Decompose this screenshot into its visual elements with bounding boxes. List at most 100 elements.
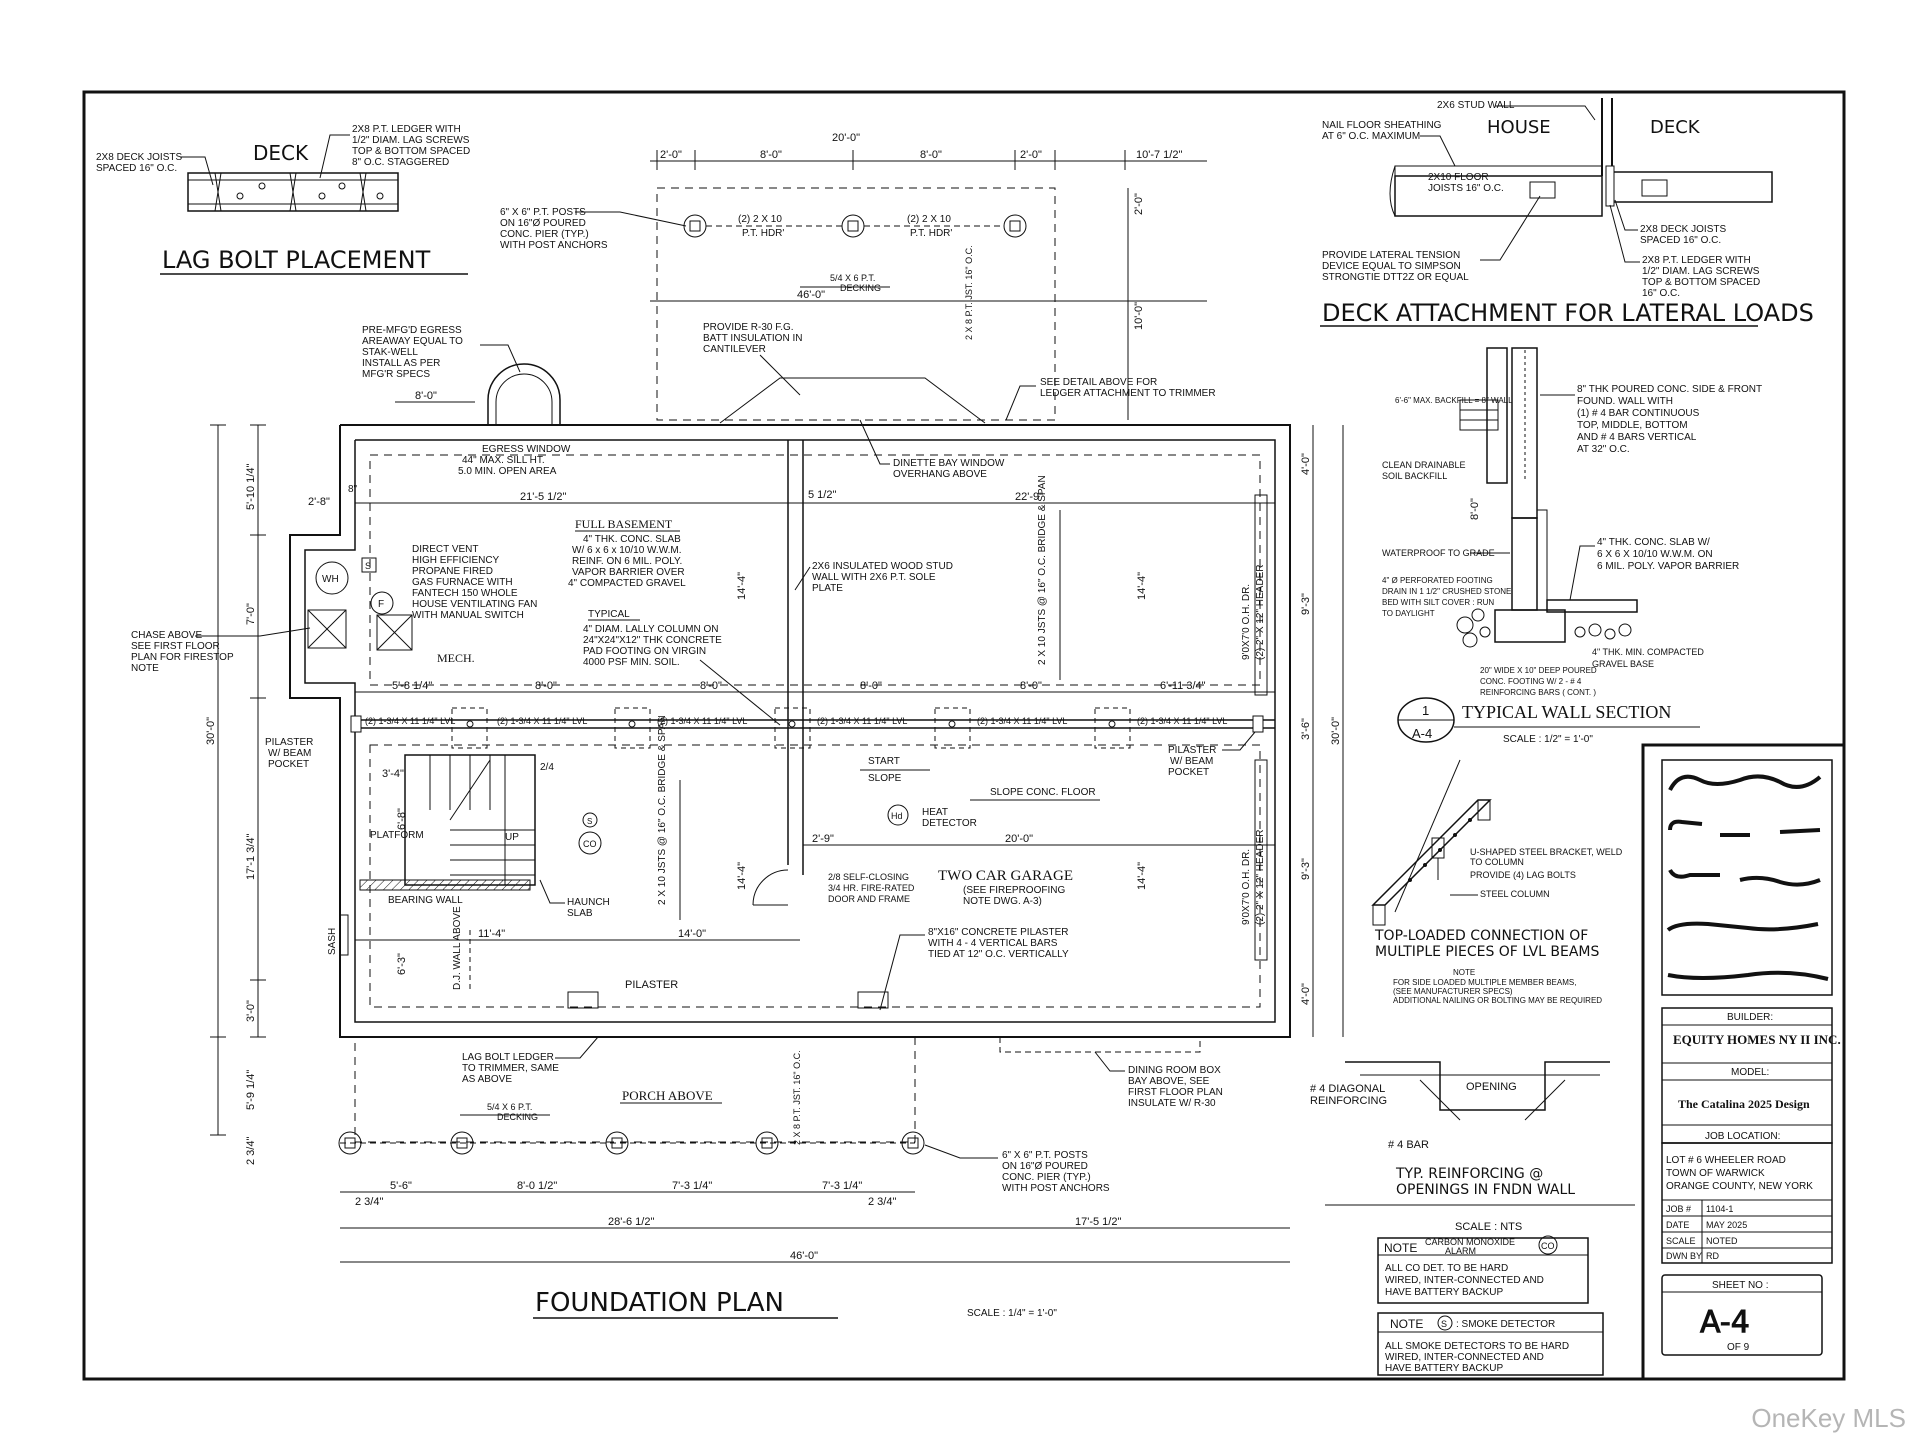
tb-row-label-3: SCALE xyxy=(1666,1236,1696,1246)
co-note-title-2: ALARM xyxy=(1445,1246,1476,1256)
lag-bolt-detail: DECK 2X8 DECK JOISTS SPACED 16" O.C. 2X8… xyxy=(96,124,470,275)
dim-garage-1: 2'-9" xyxy=(812,833,834,845)
deck-ledger-4: 16" O.C. xyxy=(1642,288,1680,299)
deck-ledger-1: 2X8 P.T. LEDGER WITH xyxy=(1642,255,1751,266)
joists-basement: 2 X 10 JSTS @ 16" O.C. BRIDGE & SPAN xyxy=(1037,475,1048,665)
posts-top-4: WITH POST ANCHORS xyxy=(500,240,608,251)
backfill-label: 6'-6" MAX. BACKFILL = 8" WALL xyxy=(1395,396,1513,405)
dj-wall: D.J. WALL ABOVE xyxy=(452,906,463,990)
dim-right-6: 4'-0" xyxy=(1300,983,1312,1005)
stud-wall-label: 2X6 STUD WALL xyxy=(1437,100,1515,111)
reinforcing-detail: OPENING # 4 DIAGONAL REINFORCING # 4 BAR… xyxy=(1310,1061,1635,1233)
title-block: BUILDER: EQUITY HOMES NY II INC. MODEL: … xyxy=(1641,743,1846,1381)
beam-3: (2) 1-3/4 X 11 1/4" LVL xyxy=(657,716,747,726)
dim-bot-7: 28'-6 1/2" xyxy=(608,1216,654,1228)
egress-4: INSTALL AS PER xyxy=(362,358,440,369)
posts-bot-4: WITH POST ANCHORS xyxy=(1002,1183,1110,1194)
slope-floor: SLOPE CONC. FLOOR xyxy=(990,787,1096,798)
egress-3: STAK-WELL xyxy=(362,347,418,358)
lag-bolt-ledger-note-3: TOP & BOTTOM SPACED xyxy=(352,146,470,157)
dim-int-2: 5 1/2" xyxy=(808,489,836,501)
dim-left-3: 30'-0" xyxy=(205,717,217,745)
co-note-2: WIRED, INTER-CONNECTED AND xyxy=(1385,1275,1544,1286)
furnace-6: HOUSE VENTILATING FAN xyxy=(412,599,537,610)
smoke-note-symbol: S xyxy=(1441,1319,1447,1329)
dim-int-11: 6'-11 3/4" xyxy=(1160,680,1206,692)
dim-int-5: 8" xyxy=(348,484,358,495)
footing-1: 20" WIDE X 10" DEEP POURED xyxy=(1480,666,1597,675)
lvl-note-3: ADDITIONAL NAILING OR BOLTING MAY BE REQ… xyxy=(1393,996,1602,1005)
lvl-detail: U-SHAPED STEEL BRACKET, WELD TO COLUMN P… xyxy=(1371,759,1623,1005)
tb-row-value-4: RD xyxy=(1706,1251,1719,1261)
pilaster-note-3: TIED AT 12" O.C. VERTICALLY xyxy=(928,949,1069,960)
deck-attachment-detail: 2X6 STUD WALL HOUSE DECK NAIL FLOOR SHEA… xyxy=(1320,98,1814,327)
posts-top-2: ON 16"Ø POURED xyxy=(500,218,586,229)
address-1: LOT # 6 WHEELER ROAD xyxy=(1666,1155,1786,1166)
posts-top-3: CONC. PIER (TYP.) xyxy=(500,229,589,240)
haunch-1: HAUNCH xyxy=(567,897,610,908)
dim-left-5: 3'-0" xyxy=(245,1000,257,1022)
builder-label: BUILDER: xyxy=(1727,1012,1773,1023)
chase-1: CHASE ABOVE xyxy=(131,630,202,641)
tb-row-label-1: JOB # xyxy=(1666,1204,1691,1214)
gravel-1: 4" THK. MIN. COMPACTED xyxy=(1592,647,1704,657)
bearing-wall: BEARING WALL xyxy=(388,895,463,906)
dim-bot-2: 8'-0 1/2" xyxy=(517,1180,557,1192)
wall-note-2: FOUND. WALL WITH xyxy=(1577,396,1673,407)
lag-ledger-1: LAG BOLT LEDGER xyxy=(462,1052,554,1063)
chase-2: SEE FIRST FLOOR xyxy=(131,641,220,652)
batt-1: PROVIDE R-30 F.G. xyxy=(703,322,794,333)
dim-top-5: 20'-0" xyxy=(832,132,860,144)
door-note-3: DOOR AND FRAME xyxy=(828,894,910,904)
chase-4: NOTE xyxy=(131,663,159,674)
column-note: STEEL COLUMN xyxy=(1480,889,1550,899)
deck-attach-title: DECK ATTACHMENT FOR LATERAL LOADS xyxy=(1322,299,1814,327)
up-label: UP xyxy=(505,832,519,843)
egress-5: MFG'R SPECS xyxy=(362,369,430,380)
dim-int-8: 8'-0" xyxy=(700,680,722,692)
dining-4: INSULATE W/ R-30 xyxy=(1128,1098,1216,1109)
wh-label: WH xyxy=(322,574,339,585)
address-2: TOWN OF WARWICK xyxy=(1666,1168,1765,1179)
beam-2: (2) 1-3/4 X 11 1/4" LVL xyxy=(497,716,587,726)
drain-note-4: TO DAYLIGHT xyxy=(1382,609,1435,618)
dim-int-6: 5'-8 1/4" xyxy=(392,680,432,692)
start-slope-2: SLOPE xyxy=(868,773,902,784)
model-label: MODEL: xyxy=(1731,1067,1769,1078)
wall-section-detail: 6'-6" MAX. BACKFILL = 8" WALL 8" THK POU… xyxy=(1382,347,1762,745)
wall-note-4: TOP, MIDDLE, BOTTOM xyxy=(1577,420,1688,431)
lally-3: PAD FOOTING ON VIRGIN xyxy=(583,646,706,657)
hdr-2a: (2) 2 X 10 xyxy=(907,214,951,225)
start-slope-1: START xyxy=(868,756,900,767)
dim-right-2ft: 2'-0" xyxy=(1133,193,1145,215)
section-sheet: A-4 xyxy=(1412,726,1432,741)
dim-v-4: 14'-4" xyxy=(1136,862,1148,890)
lvl-note-2: (SEE MANUFACTURER SPECS) xyxy=(1393,987,1513,996)
slab-4: VAPOR BARRIER OVER xyxy=(572,567,685,578)
deck-joist-bot: 2 X 8 P.T. JST. 16" O.C. xyxy=(792,1050,802,1145)
co-symbol: CO xyxy=(583,839,597,849)
dim-top-1: 2'-0" xyxy=(660,149,682,161)
wall-section-scale: SCALE : 1/2" = 1'-0" xyxy=(1503,734,1593,745)
beam-6: (2) 1-3/4 X 11 1/4" LVL xyxy=(1137,716,1227,726)
furnace-4: GAS FURNACE WITH xyxy=(412,577,513,588)
lag-bolt-title: LAG BOLT PLACEMENT xyxy=(162,246,431,274)
lvl-title-2: MULTIPLE PIECES OF LVL BEAMS xyxy=(1375,944,1600,960)
foundation-plan: 2'-0" 8'-0" 8'-0" 2'-0" 20'-0" 10'-7 1/2… xyxy=(131,132,1344,1319)
slab-5: 4" COMPACTED GRAVEL xyxy=(568,578,686,589)
batt-2: BATT INSULATION IN xyxy=(703,333,802,344)
sheet-border xyxy=(82,90,1846,1381)
tb-row-value-3: NOTED xyxy=(1706,1236,1738,1246)
deck-joist-top: 2 X 8 P.T. JST. 16" O.C. xyxy=(964,245,974,340)
stud-wall-1: 2X6 INSULATED WOOD STUD xyxy=(812,561,953,572)
gravel-2: GRAVEL BASE xyxy=(1592,659,1654,669)
foundation-wall xyxy=(289,424,1291,1038)
lag-ledger-2: TO TRIMMER, SAME xyxy=(462,1063,559,1074)
lag-bolt-ledger-note-4: 8" O.C. STAGGERED xyxy=(352,157,449,168)
pilaster-left-2: W/ BEAM xyxy=(268,748,311,759)
dim-int-10: 8'-0" xyxy=(1020,680,1042,692)
tb-row-label-4: DWN BY xyxy=(1666,1251,1702,1261)
dim-top-7: 46'-0" xyxy=(797,289,825,301)
deck-label: DECK xyxy=(1650,117,1701,138)
